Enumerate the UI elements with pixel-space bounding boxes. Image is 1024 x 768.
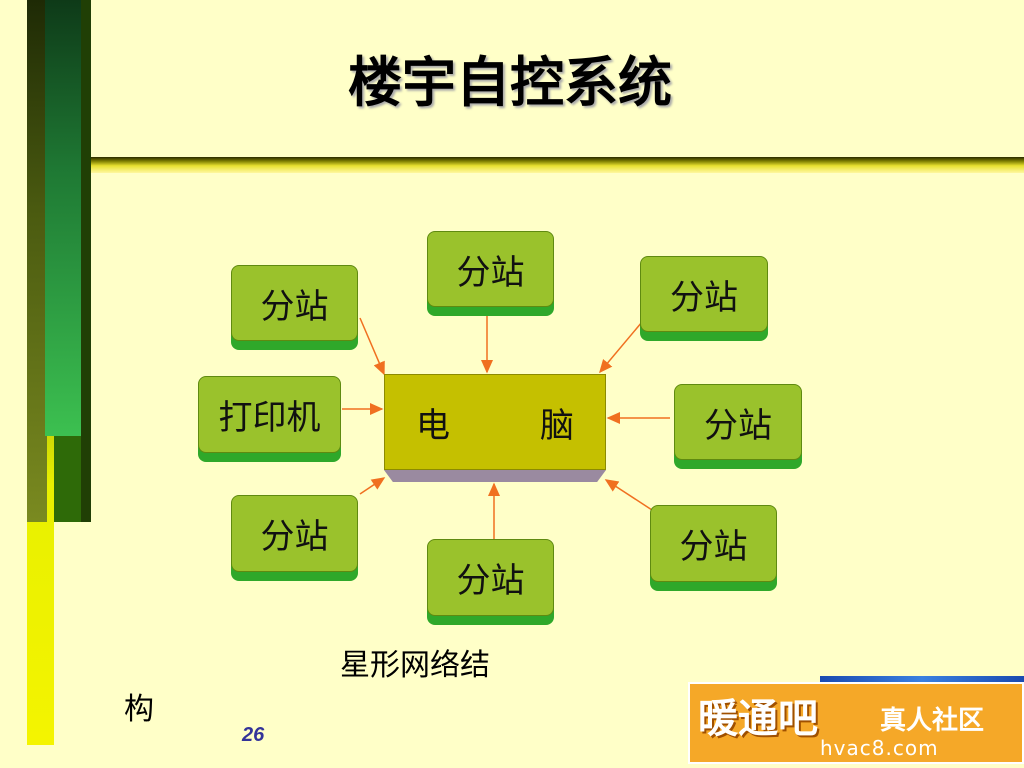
node-top-right: 分站 (640, 256, 768, 332)
node-top: 分站 (427, 231, 554, 307)
arrow-top-right (599, 321, 643, 374)
center-computer-base (384, 470, 606, 482)
arrow-top-left (359, 317, 385, 376)
node-printer: 打印机 (198, 376, 341, 453)
logo-sub-text: 真人社区 (880, 706, 985, 736)
node-top-left: 分站 (231, 265, 358, 341)
slide-title: 楼宇自控系统 (348, 51, 672, 114)
site-logo: 暖通吧 真人社区 hvac8.com (688, 682, 1024, 764)
logo-main-text: 暖通吧 (698, 696, 818, 742)
node-bottom-left: 分站 (231, 495, 358, 572)
caption-line-1: 星形网络结 (340, 648, 490, 683)
decor-bar-olive (27, 0, 47, 522)
center-computer: 电 脑 (384, 374, 606, 470)
node-bottom: 分站 (427, 539, 554, 616)
node-right: 分站 (674, 384, 802, 460)
logo-url-text: hvac8.com (820, 736, 939, 760)
logo-top-strip (820, 676, 1024, 686)
title-rule (91, 157, 1024, 173)
arrow-bottom-left (359, 477, 386, 495)
page-number: 26 (242, 724, 265, 746)
arrow-bottom-right (604, 479, 653, 511)
caption-line-2: 构 (124, 692, 154, 727)
decor-bar-green (45, 0, 81, 436)
node-bottom-right: 分站 (650, 505, 777, 582)
decor-bar-dark-edge (81, 0, 91, 522)
